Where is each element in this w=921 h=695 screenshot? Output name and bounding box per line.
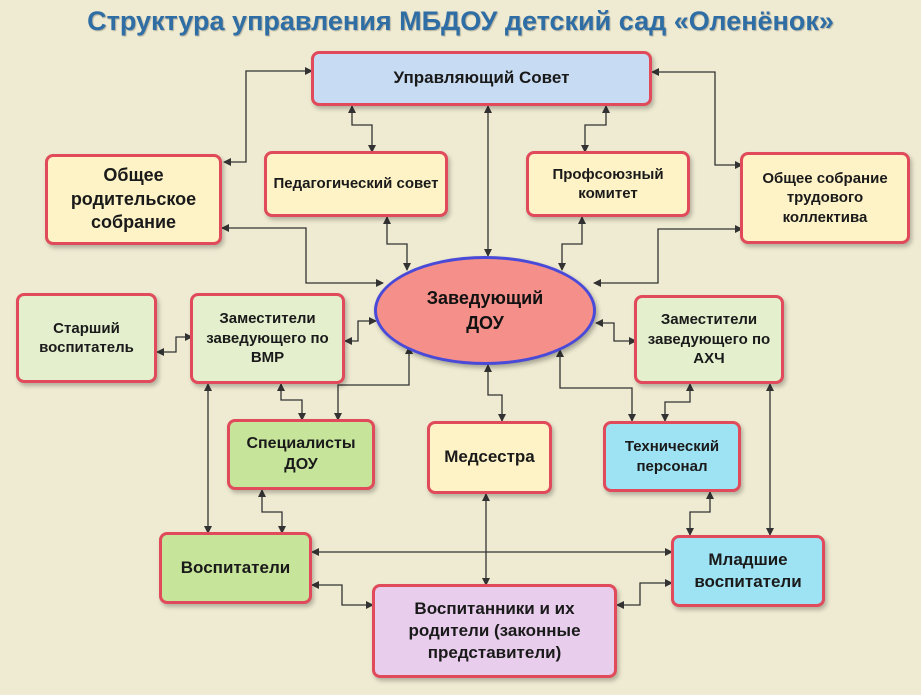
deputy-ahch-box: Заместители заведующего по АХЧ bbox=[634, 295, 784, 384]
teachers-box: Воспитатели bbox=[159, 532, 312, 604]
arrow-union-head bbox=[558, 216, 586, 271]
tech-staff-box: Технический персонал bbox=[603, 421, 741, 492]
nurse-box: Медсестра bbox=[427, 421, 552, 494]
arrow-head-nurse bbox=[484, 364, 506, 422]
arrow-council-parents bbox=[223, 67, 313, 166]
staff-meeting-box: Общее собрание трудового коллектива bbox=[740, 152, 910, 244]
arrow-teachers-pupils bbox=[311, 581, 374, 609]
arrow-head-tech bbox=[556, 349, 636, 422]
head-ellipse: Заведующий ДОУ bbox=[374, 256, 596, 365]
junior-teachers-box: Младшие воспитатели bbox=[671, 535, 825, 607]
arrow-staff-head bbox=[593, 225, 743, 287]
senior-teacher-box: Старший воспитатель bbox=[16, 293, 157, 383]
deputy-vmr-box: Заместители заведующего по ВМР bbox=[190, 293, 345, 384]
pupils-parents-box: Воспитанники и их родители (законные пре… bbox=[372, 584, 617, 678]
arrow-tech-junior bbox=[686, 491, 714, 536]
arrow-head-specialists bbox=[334, 346, 413, 421]
parents-meeting-box: Общее родительское собрание bbox=[45, 154, 222, 245]
council-box: Управляющий Совет bbox=[311, 51, 652, 106]
arrow-specialists-teachers bbox=[258, 489, 286, 534]
specialists-box: Специалисты ДОУ bbox=[227, 419, 375, 490]
ped-council-box: Педагогический совет bbox=[264, 151, 448, 217]
arrow-deputy-vmr-head bbox=[344, 317, 377, 345]
arrow-council-ped bbox=[348, 105, 376, 153]
arrow-parents-head bbox=[221, 224, 384, 287]
arrow-junior-pupils bbox=[616, 579, 673, 609]
arrow-ped-head bbox=[383, 216, 411, 271]
arrow-deputy-specialists bbox=[277, 383, 306, 421]
arrow-council-union bbox=[581, 105, 610, 153]
arrow-senior-deputy bbox=[156, 333, 193, 356]
arrow-ahch-tech bbox=[661, 383, 694, 422]
arrow-head-deputy-ahch bbox=[595, 319, 637, 345]
page-title: Структура управления МБДОУ детский сад «… bbox=[87, 6, 834, 36]
union-box: Профсоюзный комитет bbox=[526, 151, 690, 217]
arrow-council-staff bbox=[651, 68, 743, 169]
